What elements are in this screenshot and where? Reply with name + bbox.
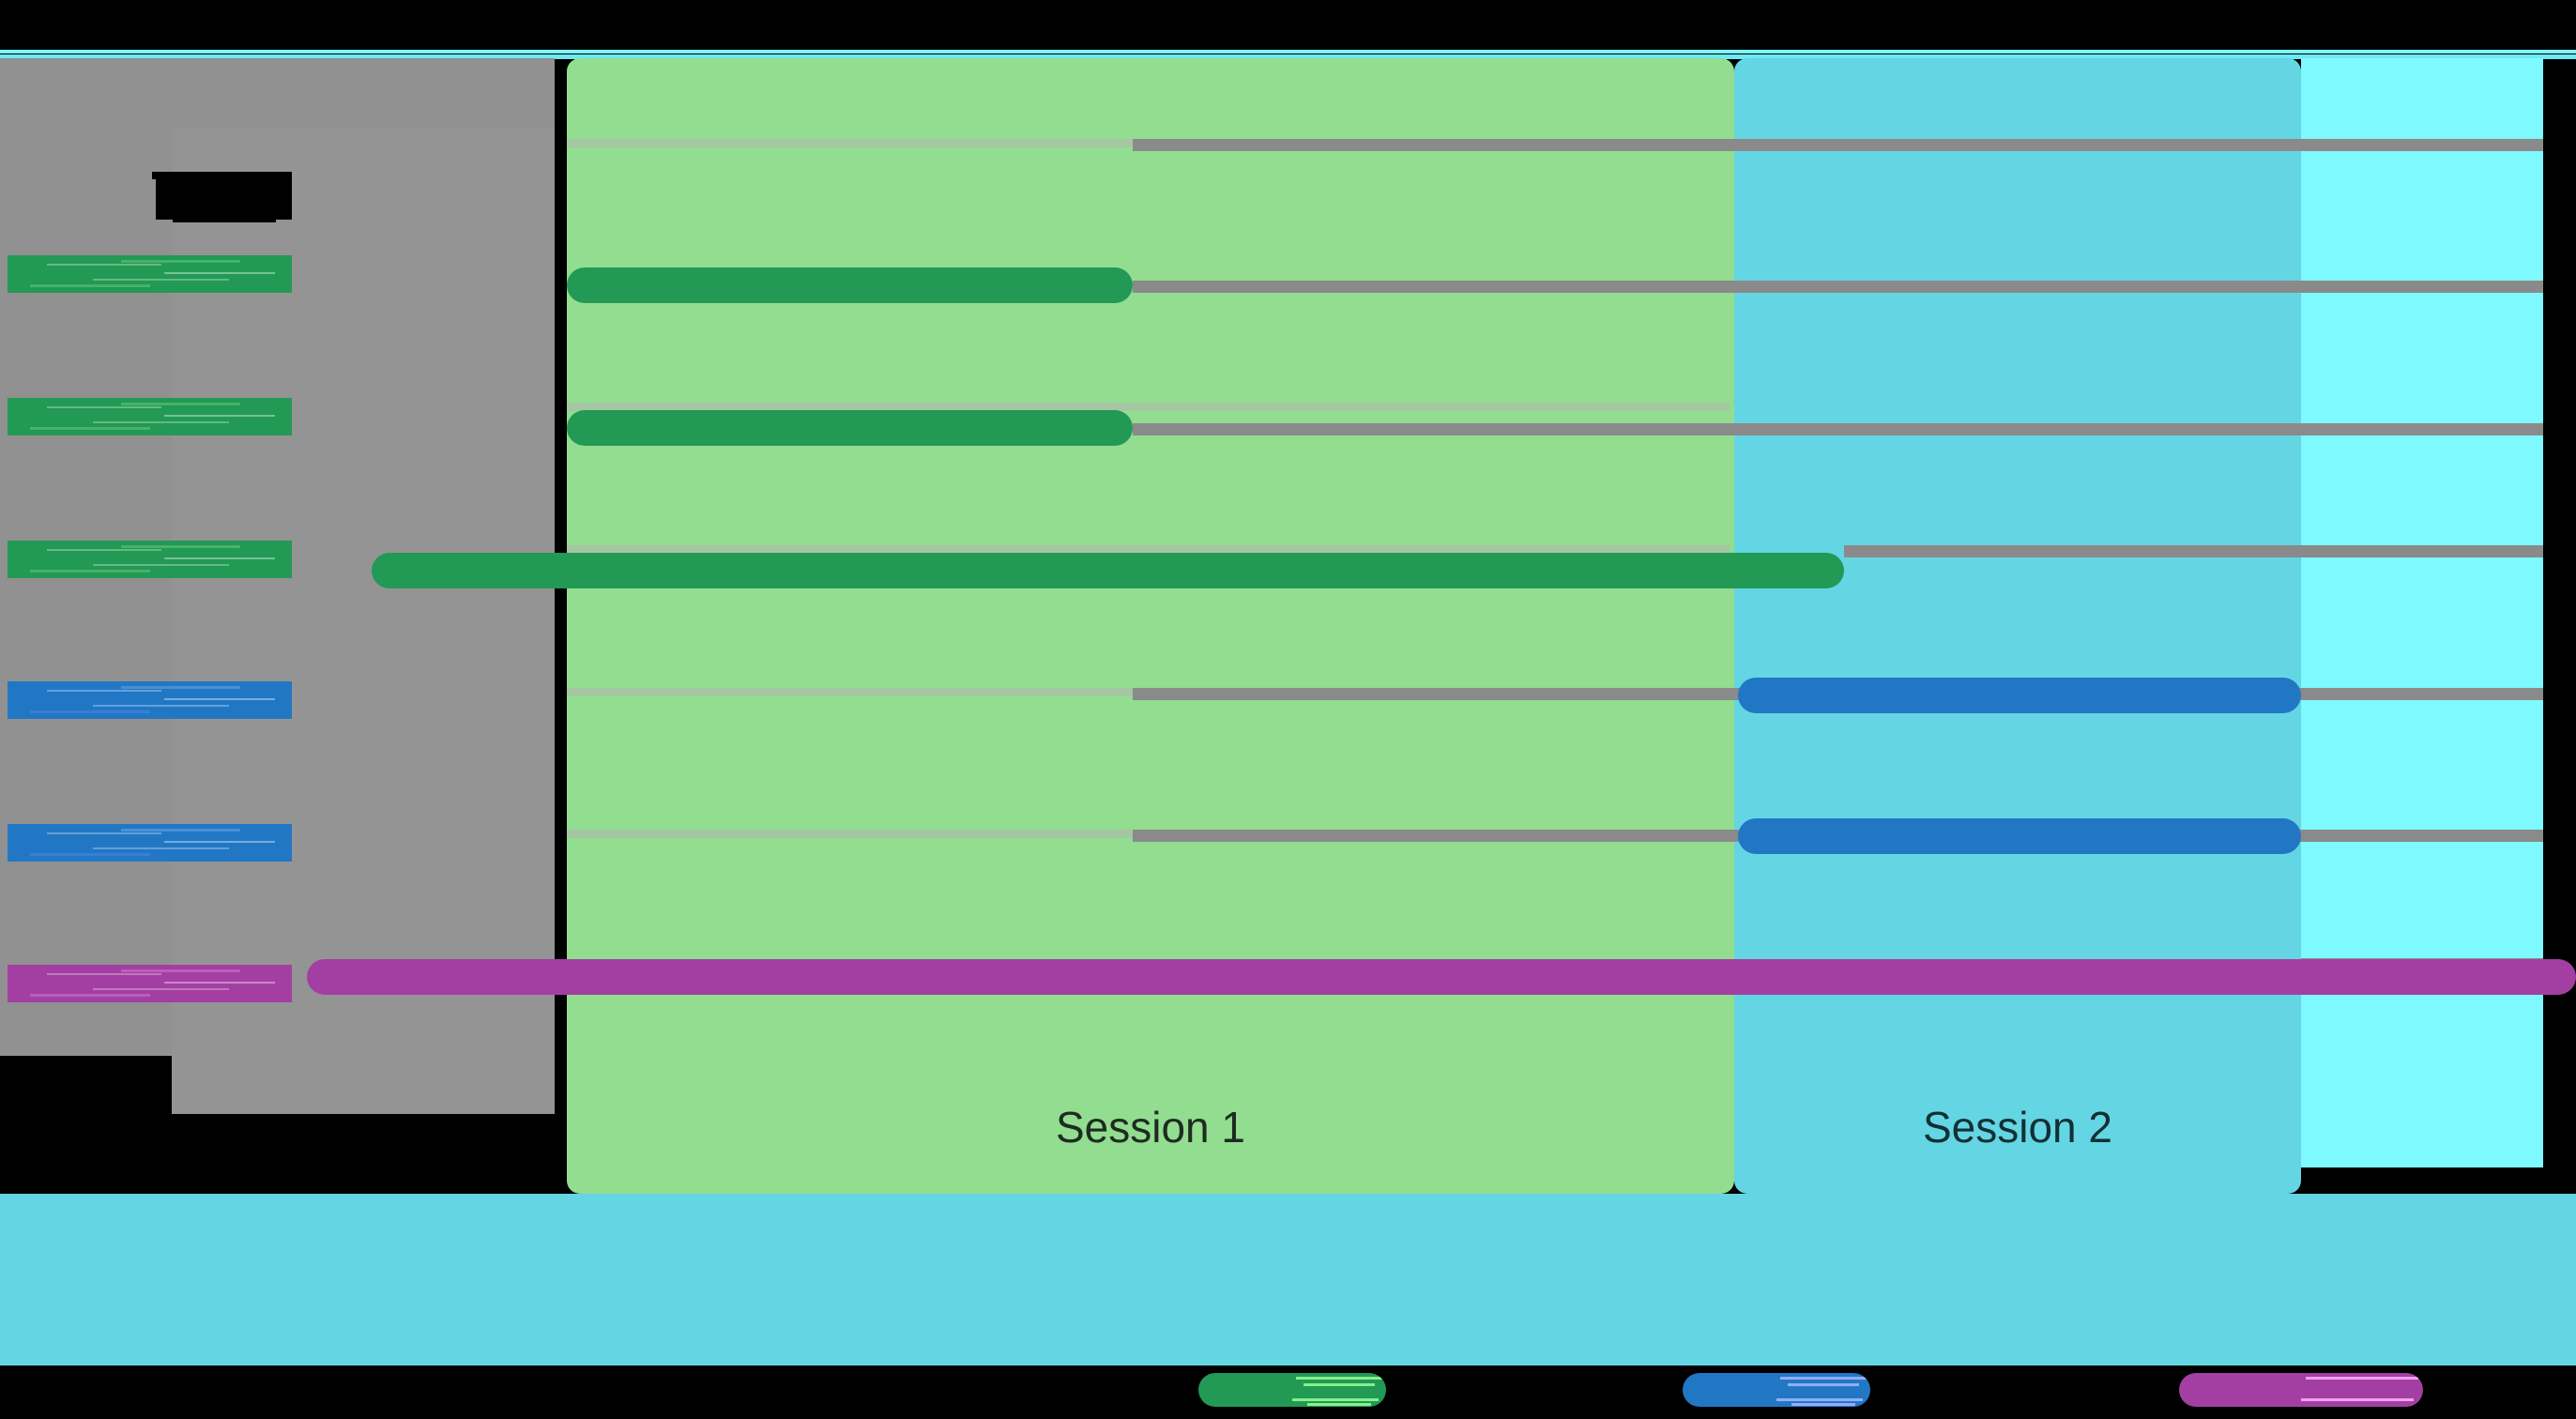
legend-item-2[interactable] xyxy=(1683,1373,1880,1407)
row-track-0 xyxy=(1133,139,2543,151)
row-label-swatch-4[interactable] xyxy=(8,681,292,719)
row-label-glitch xyxy=(8,681,292,719)
row-label-glitch xyxy=(8,541,292,578)
row-separator-3 xyxy=(567,545,1730,554)
top-rule-primary xyxy=(0,50,2576,53)
row-label-swatch-1[interactable] xyxy=(8,255,292,293)
row-label-swatch-6[interactable] xyxy=(8,965,292,1002)
title-nub-left xyxy=(152,172,176,179)
row-track-2 xyxy=(1133,423,2543,435)
top-rule-secondary xyxy=(0,54,2576,59)
bar-row-1[interactable] xyxy=(567,267,1133,303)
row-label-swatch-3[interactable] xyxy=(8,541,292,578)
row-label-glitch xyxy=(8,255,292,293)
row-track-3 xyxy=(1844,545,2543,557)
session-band-3 xyxy=(2301,58,2543,1167)
row-label-glitch xyxy=(8,965,292,1002)
bar-row-6[interactable] xyxy=(307,959,2576,995)
session-band-2: Session 2 xyxy=(1734,58,2301,1194)
legend-swatch-magenta xyxy=(2179,1373,2423,1407)
legend xyxy=(0,1366,2576,1419)
row-separator-2 xyxy=(567,403,1730,411)
legend-swatch-blue xyxy=(1683,1373,1870,1407)
session-band-1: Session 1 xyxy=(567,58,1734,1194)
row-label-glitch xyxy=(8,824,292,862)
bar-row-2[interactable] xyxy=(567,410,1133,446)
row-label-glitch xyxy=(8,398,292,435)
legend-swatch-green xyxy=(1198,1373,1386,1407)
row-label-swatch-5[interactable] xyxy=(8,824,292,862)
row-label-swatch-2[interactable] xyxy=(8,398,292,435)
session-band-1-label: Session 1 xyxy=(1055,1103,1245,1152)
chart-title-redacted xyxy=(152,172,292,222)
legend-item-1[interactable] xyxy=(1198,1373,1395,1407)
plot-area: Session 1 Session 2 xyxy=(0,58,2576,1194)
legend-item-3[interactable] xyxy=(2179,1373,2423,1407)
row-track-1 xyxy=(1133,281,2543,293)
bar-row-3[interactable] xyxy=(372,553,1844,588)
title-nub-bottom xyxy=(173,218,276,222)
bar-row-4[interactable] xyxy=(1738,678,2301,713)
footer-band xyxy=(0,1194,2576,1380)
session-band-2-label: Session 2 xyxy=(1922,1103,2112,1152)
bar-row-5[interactable] xyxy=(1738,818,2301,854)
